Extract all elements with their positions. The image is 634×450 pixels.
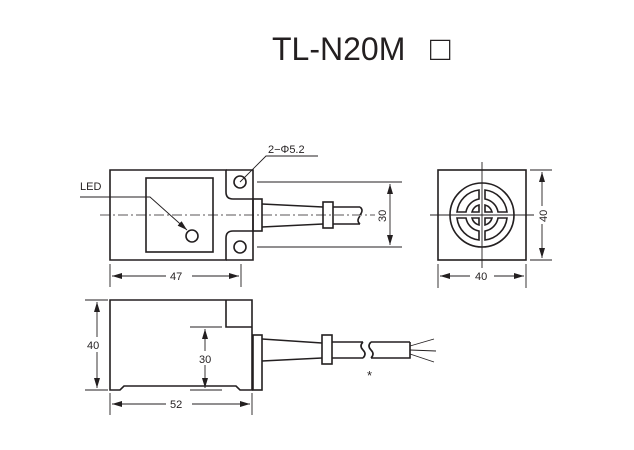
cable-note-asterisk: * [367, 368, 372, 383]
dim-47-extension [109, 264, 242, 287]
side-ear-step [225, 300, 252, 328]
led-leader [80, 196, 188, 231]
led-indicator [185, 229, 199, 243]
front-center-lines [430, 162, 534, 268]
cable-break [333, 206, 363, 225]
side-body-outline [109, 299, 253, 391]
dim-40-height-extension [530, 169, 552, 261]
side-cable-break [332, 341, 411, 359]
mounting-ears [226, 169, 254, 261]
dim-side-30-label: 30 [199, 354, 211, 366]
cable-wires [409, 338, 437, 363]
title-box-symbol: □ [430, 30, 451, 68]
side-cable-sleeve [261, 338, 323, 362]
top-view: LED 2−Φ5.2 30 47 [80, 144, 402, 287]
side-cable-boss [252, 334, 263, 391]
hole-leader [239, 155, 318, 183]
dim-40-width-extension [437, 264, 527, 288]
dim-side-40-label: 40 [87, 340, 99, 352]
side-view: * 40 30 52 [85, 299, 437, 415]
dim-52-label: 52 [170, 399, 182, 411]
dim-52-extension [109, 393, 253, 415]
dim-side-30-extension [190, 326, 222, 391]
dim-40-width-label: 40 [475, 271, 487, 283]
cable-sleeve [261, 203, 324, 228]
dim-30-label: 30 [377, 210, 389, 222]
dim-30-extension [257, 181, 402, 248]
dim-40-height-label: 40 [538, 210, 550, 222]
dim-47-label: 47 [170, 271, 182, 283]
led-label: LED [80, 181, 101, 193]
front-view: 40 40 [430, 162, 552, 288]
dim-side-40-extension [85, 299, 108, 391]
side-cable-ferrule [321, 334, 333, 365]
hole-callout: 2−Φ5.2 [268, 144, 305, 156]
title: TL-N20M □ [272, 30, 451, 68]
mounting-hole-bottom [233, 240, 247, 254]
mounting-hole-top [233, 175, 247, 189]
model-title: TL-N20M [272, 31, 405, 67]
